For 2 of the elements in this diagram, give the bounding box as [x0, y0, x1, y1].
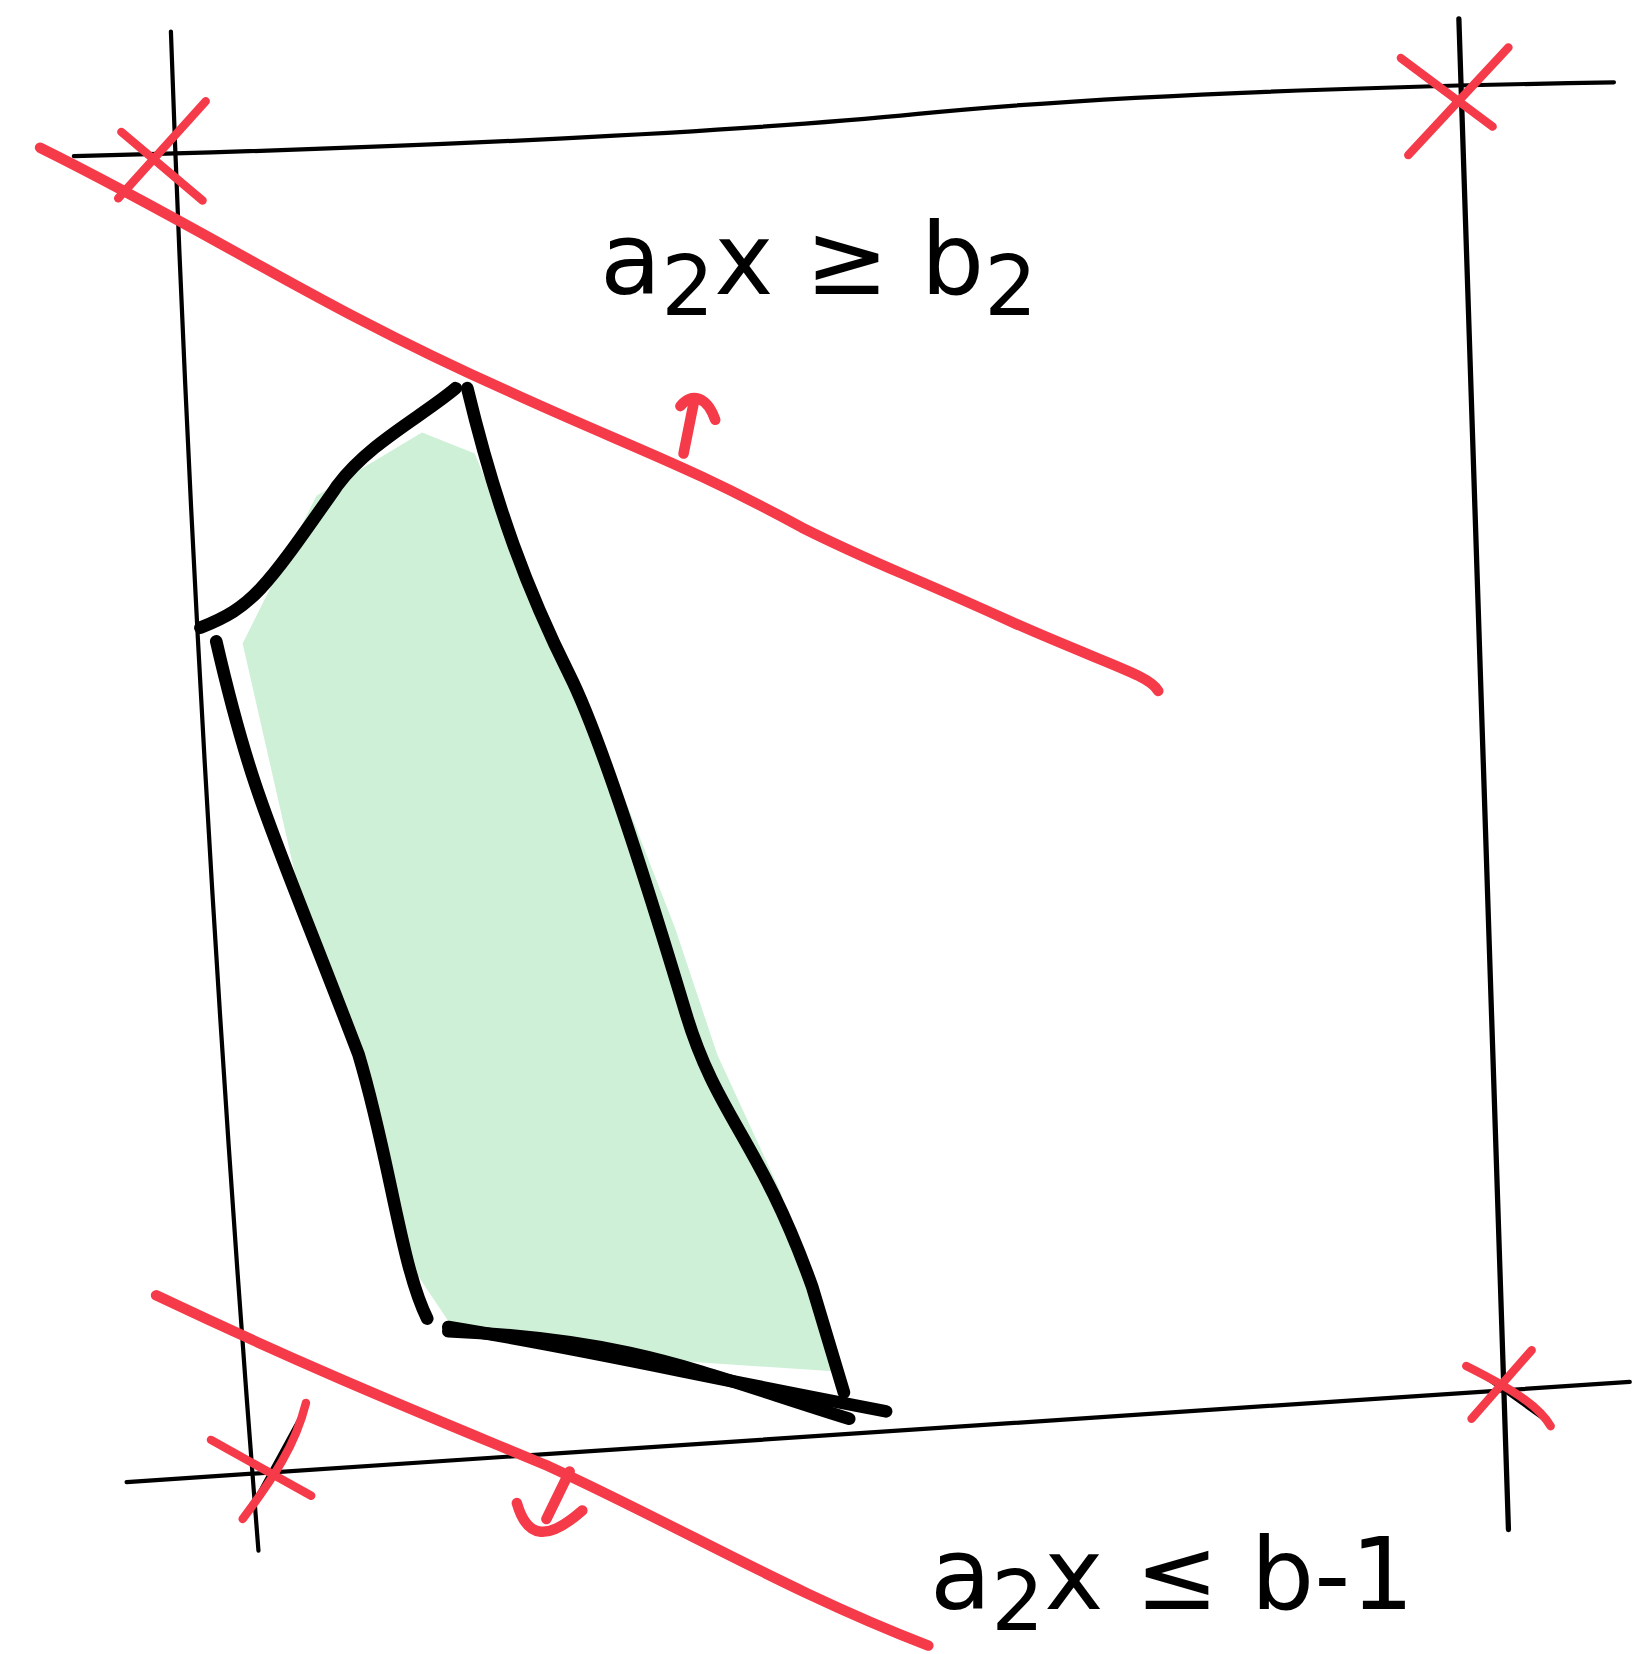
inequality-label: a$_{2}$x ≤ b-1 — [930, 1520, 1415, 1648]
inequality-label: a$_{2}$x ≥ b$_{2}$ — [600, 205, 1038, 333]
